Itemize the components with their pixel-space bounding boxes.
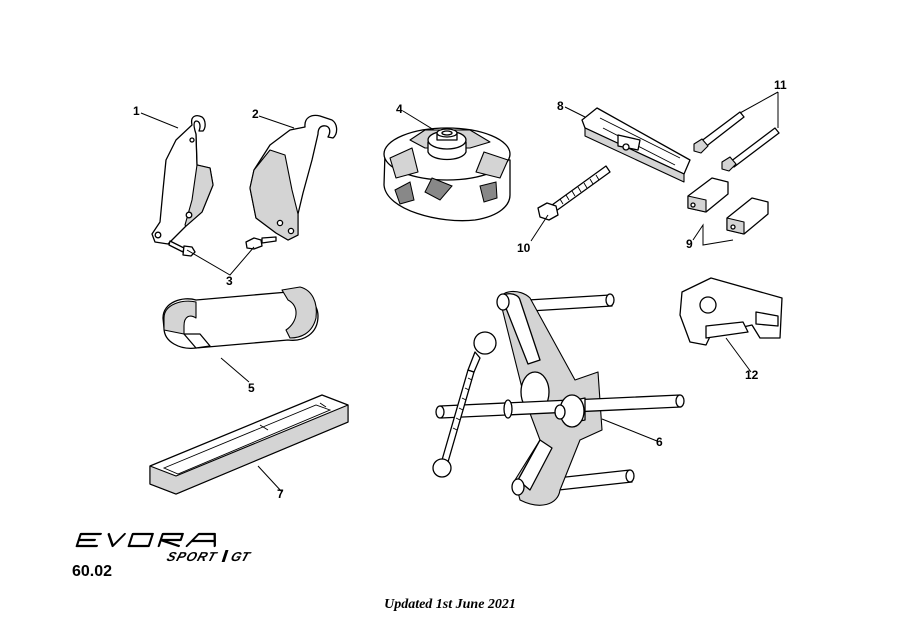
callout-5: 5 bbox=[248, 381, 255, 395]
callout-11: 11 bbox=[774, 78, 787, 92]
leader-lines bbox=[140, 91, 779, 493]
part-11-long-bolts bbox=[693, 111, 780, 172]
callout-1: 1 bbox=[133, 104, 140, 118]
callout-9: 9 bbox=[686, 237, 693, 251]
part-6-puller-tool bbox=[432, 290, 685, 506]
part-8-slotted-bar bbox=[581, 107, 691, 183]
callout-7: 7 bbox=[277, 487, 284, 501]
footer-update-note: Updated 1st June 2021 bbox=[384, 597, 516, 612]
part-5-sleeve bbox=[162, 286, 319, 349]
evora-sport-gt-logo: SPORT GT bbox=[75, 532, 254, 564]
callout-10: 10 bbox=[517, 241, 531, 255]
svg-text:SPORT: SPORT bbox=[165, 549, 220, 564]
callout-3: 3 bbox=[226, 274, 233, 288]
part-3-bolts bbox=[168, 236, 277, 257]
callouts: 1 2 3 4 5 6 7 8 9 10 11 12 bbox=[133, 78, 787, 501]
part-4-pulley-holder bbox=[383, 127, 511, 222]
page-number: 60.02 bbox=[72, 563, 113, 580]
callout-6: 6 bbox=[656, 435, 663, 449]
callout-12: 12 bbox=[745, 368, 759, 382]
callout-8: 8 bbox=[557, 99, 564, 113]
part-1-bracket-hook bbox=[151, 115, 214, 245]
part-10-threaded-bolt bbox=[537, 165, 611, 221]
part-9-blocks bbox=[687, 177, 769, 235]
callout-2: 2 bbox=[252, 107, 259, 121]
callout-4: 4 bbox=[396, 102, 403, 116]
svg-text:GT: GT bbox=[229, 549, 254, 564]
part-2-bracket-hook bbox=[249, 114, 338, 241]
part-12-shim-plate bbox=[679, 277, 783, 346]
part-7-slotted-plate bbox=[149, 394, 349, 495]
